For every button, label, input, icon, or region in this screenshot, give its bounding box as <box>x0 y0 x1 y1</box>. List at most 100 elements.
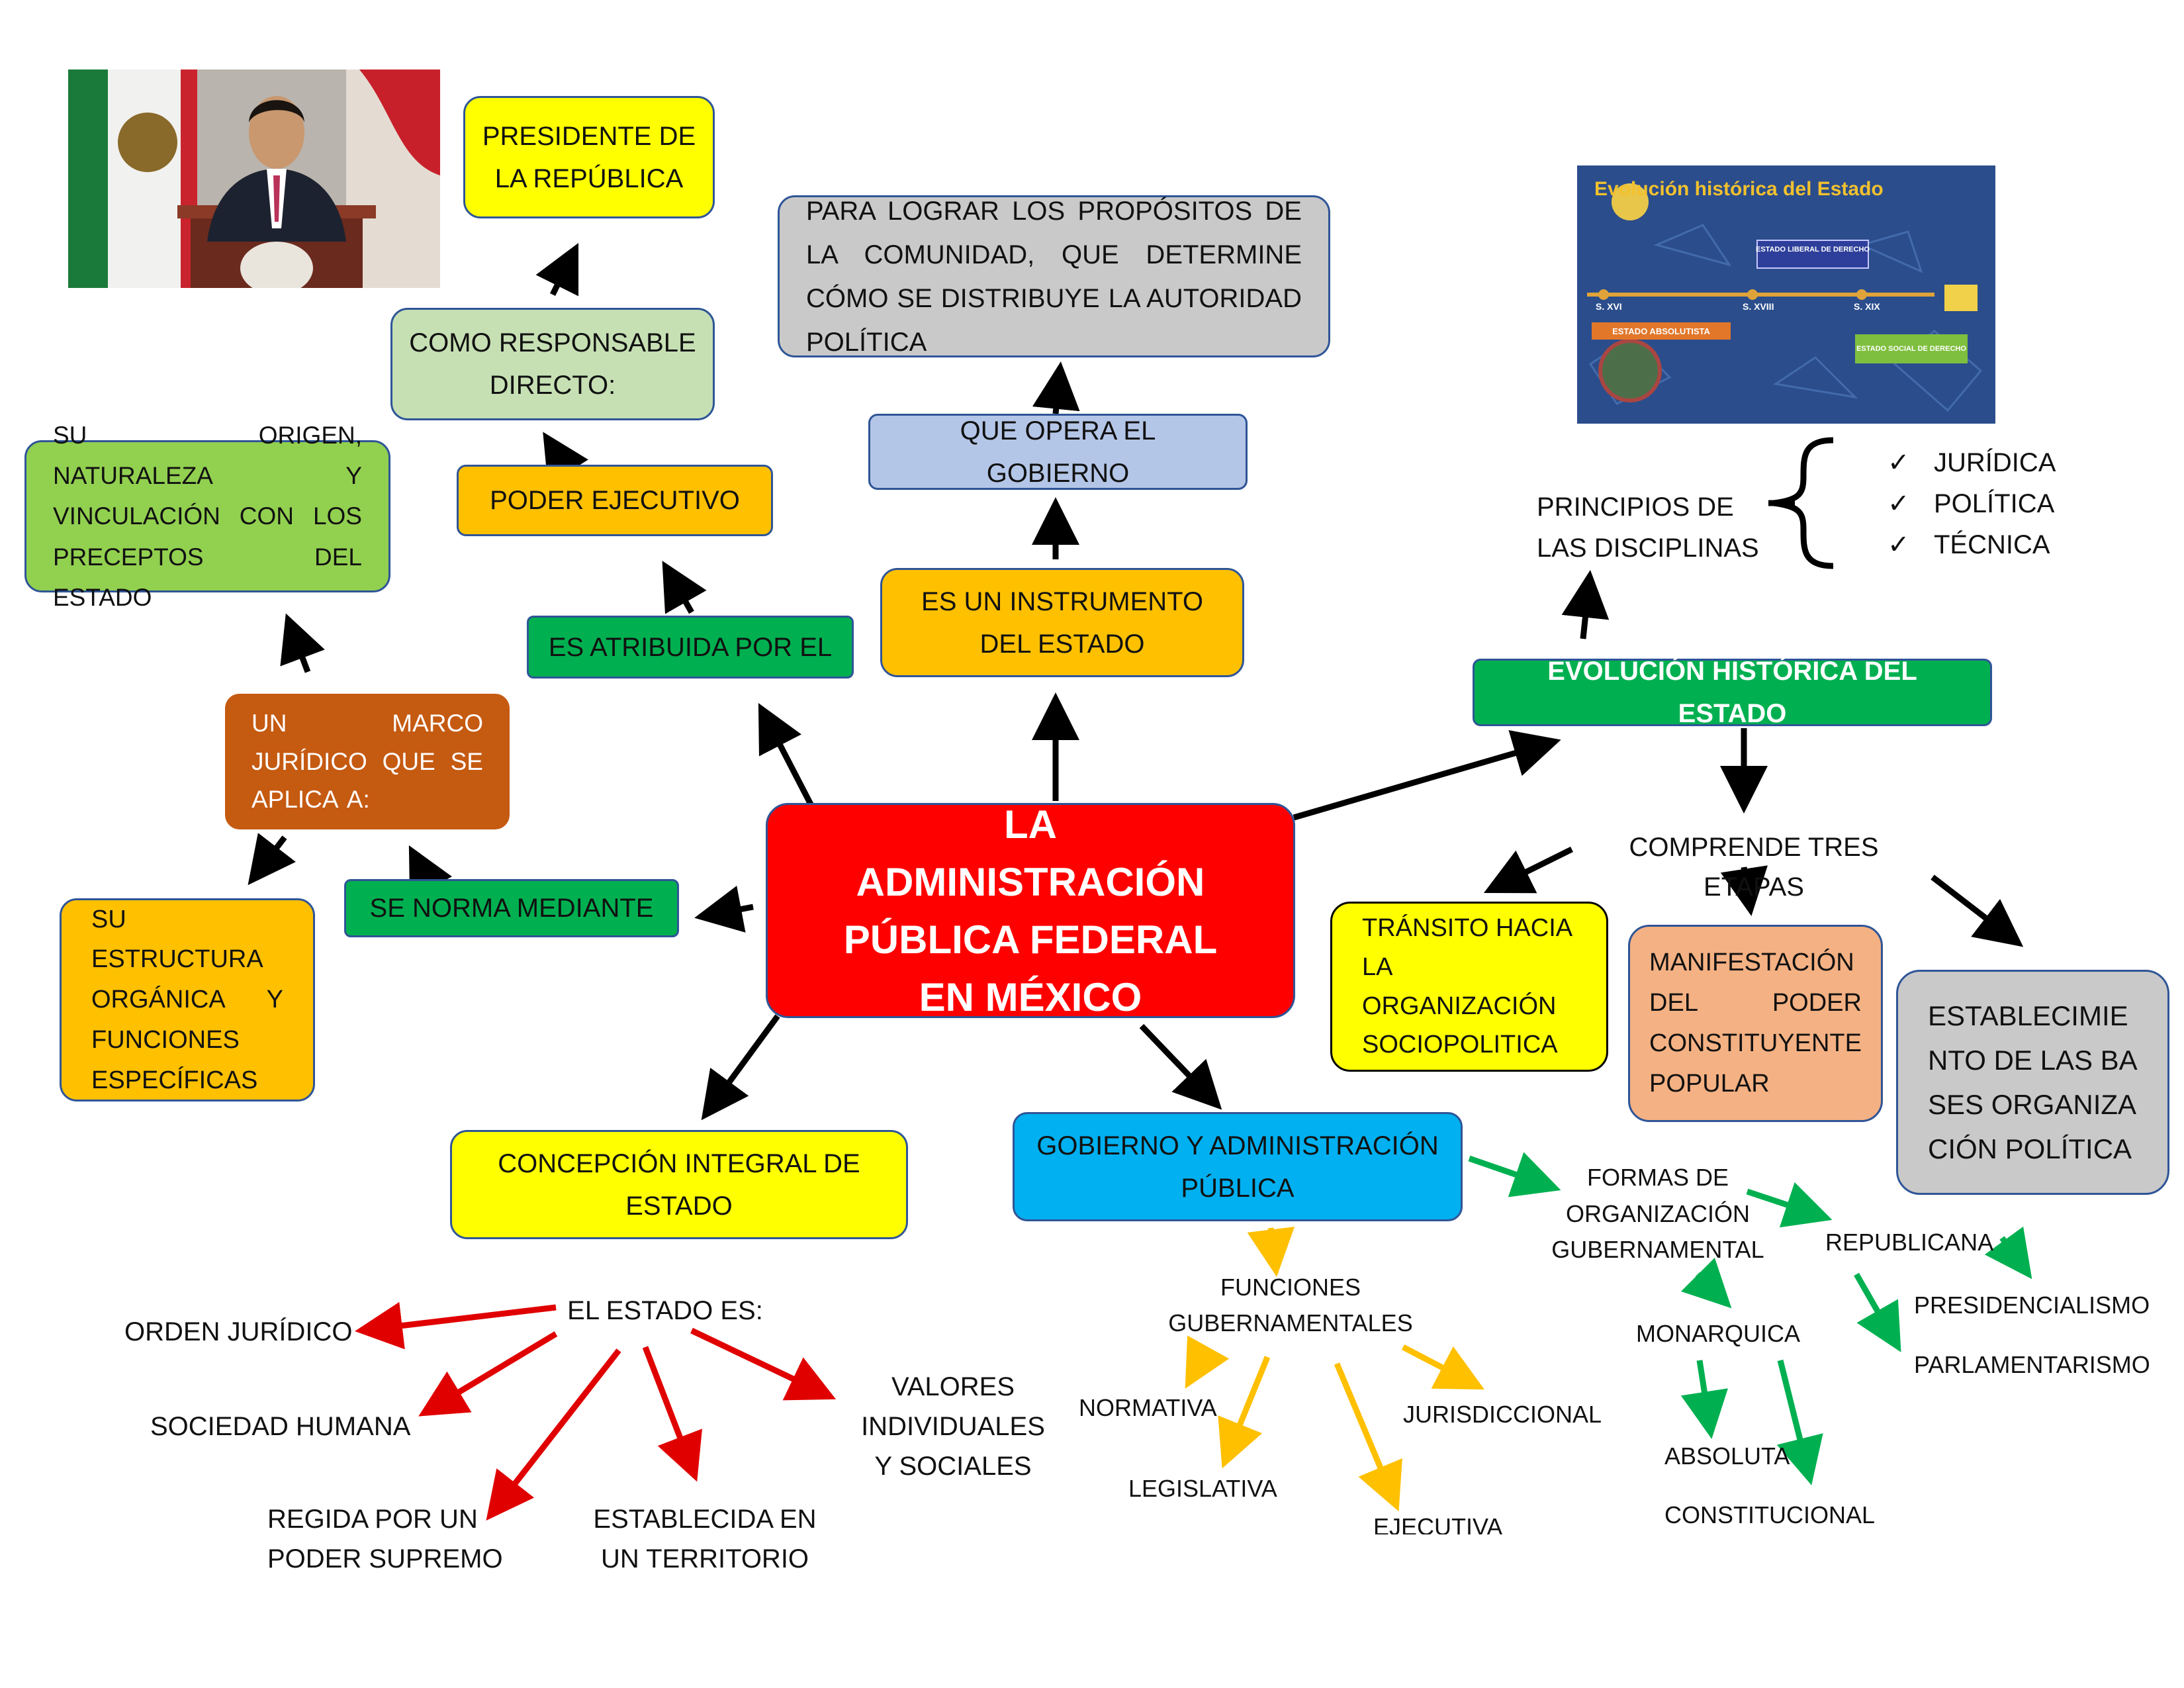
arrow <box>642 1346 702 1482</box>
president-photo-icon <box>68 70 440 288</box>
evolucion-image-absolutista: ESTADO ABSOLUTISTA <box>1612 326 1710 336</box>
arrow <box>280 613 325 673</box>
proposito-box: PARA LOGRAR LOS PROPÓSITOS DE LA COMUNID… <box>778 195 1330 357</box>
check-item: ✓JURÍDICA <box>1888 442 2056 483</box>
estructura-label: SU ESTRUCTURA ORGÁNICA Y FUNCIONES ESPEC… <box>91 905 283 1094</box>
comprende-label: COMPRENDE TRES ETAPAS <box>1629 833 1879 902</box>
parlamentarismo-label: PARLAMENTARISMO <box>1914 1351 2150 1378</box>
funciones-label: FUNCIONES GUBERNAMENTALES <box>1168 1274 1413 1336</box>
arrow <box>694 886 754 933</box>
republicana-label: REPUBLICANA <box>1825 1229 1994 1256</box>
president-photo <box>68 70 440 288</box>
instrumento-box: ES UN INSTRUMENTO DEL ESTADO <box>880 568 1244 677</box>
manifestacion-label: MANIFESTACIÓN DEL PODER CONSTITUYENTE PO… <box>1649 949 1862 1098</box>
norma-box: SE NORMA MEDIANTE <box>344 879 679 937</box>
check-item-label: POLÍTICA <box>1934 489 2055 518</box>
arrow <box>1032 361 1080 414</box>
arrow <box>543 432 588 485</box>
establecida-label: ESTABLECIDA EN UN TERRITORIO <box>593 1505 817 1573</box>
arrow <box>1334 1362 1402 1512</box>
marco-label: UN MARCO JURÍDICO QUE SE APLICA A: <box>251 710 483 814</box>
arrow <box>1139 1023 1222 1110</box>
check-item-label: TÉCNICA <box>1934 530 2050 559</box>
arrow <box>1680 1360 1728 1439</box>
poder-ejecutivo-box: PODER EJECUTIVO <box>457 465 773 536</box>
arrow <box>1483 846 1573 894</box>
transito-box: TRÁNSITO HACIA LA ORGANIZACIÓN SOCIOPOLI… <box>1330 902 1608 1072</box>
evolucion-image-social: ESTADO SOCIAL DE DERECHO <box>1856 345 1966 353</box>
arrow <box>662 561 707 614</box>
ejecutiva-label: EJECUTIVA <box>1373 1513 1503 1534</box>
arrow <box>418 1331 558 1417</box>
check-item-label: JURÍDICA <box>1934 448 2056 477</box>
arrow <box>248 833 296 886</box>
manifestacion-box: MANIFESTACIÓN DEL PODER CONSTITUYENTE PO… <box>1628 925 1883 1122</box>
formas-label: FORMAS DE ORGANIZACIÓN GUBERNAMENTAL <box>1551 1164 1764 1264</box>
responsable-box: COMO RESPONSABLE DIRECTO: <box>390 308 715 420</box>
marco-box: UN MARCO JURÍDICO QUE SE APLICA A: <box>225 694 510 829</box>
evolucion-label: EVOLUCIÓN HISTÓRICA DEL ESTADO <box>1547 657 1917 728</box>
arrow <box>486 1348 621 1521</box>
arrow <box>1401 1344 1484 1390</box>
evolucion-image-s18: S. XVIII <box>1743 301 1774 312</box>
evolucion-image-s19: S. XIX <box>1854 301 1880 312</box>
arrow <box>1931 874 2024 947</box>
orden-juridico-label: ORDEN JURÍDICO <box>124 1317 353 1346</box>
atribuida-label: ES ATRIBUIDA POR EL <box>548 632 833 662</box>
central-title: LA ADMINISTRACIÓN PÚBLICA FEDERAL EN MÉX… <box>843 802 1218 1019</box>
arrow <box>1247 1227 1295 1277</box>
instrumento-label: ES UN INSTRUMENTO DEL ESTADO <box>921 586 1203 659</box>
valores-label: VALORES INDIVIDUALES Y SOCIALES <box>861 1372 1045 1481</box>
arrow <box>408 845 453 899</box>
monarquica-label: MONARQUICA <box>1636 1320 1801 1347</box>
arrow <box>355 1301 557 1350</box>
arrow <box>1680 1257 1732 1309</box>
legislativa-label: LEGISLATIVA <box>1128 1475 1277 1502</box>
arrow <box>1720 865 1768 916</box>
check-item: ✓ POLÍTICA <box>1888 483 2056 524</box>
concepcion-label: CONCEPCIÓN INTEGRAL DE ESTADO <box>498 1149 860 1221</box>
presidencialismo-label: PRESIDENCIALISMO <box>1914 1291 2150 1319</box>
responsable-label: COMO RESPONSABLE DIRECTO: <box>409 328 696 400</box>
origen-label: SU ORIGEN, NATURALEZA Y VINCULACIÓN CON … <box>53 422 362 611</box>
arrow <box>1746 1182 1833 1228</box>
proposito-label: PARA LOGRAR LOS PROPÓSITOS DE LA COMUNID… <box>806 196 1302 357</box>
arrow <box>1218 1356 1271 1469</box>
evolucion-image-s16: S. XVI <box>1596 301 1622 312</box>
estado-es-label: EL ESTADO ES: <box>567 1296 763 1325</box>
evolucion-image-liberal: ESTADO LIBERAL DE DERECHO <box>1756 246 1870 254</box>
arrow <box>758 703 813 806</box>
estructura-box: SU ESTRUCTURA ORGÁNICA Y FUNCIONES ESPEC… <box>60 898 315 1102</box>
arrow <box>1854 1272 1901 1352</box>
origen-box: SU ORIGEN, NATURALEZA Y VINCULACIÓN CON … <box>24 422 390 611</box>
concepcion-box: CONCEPCIÓN INTEGRAL DE ESTADO <box>450 1130 908 1239</box>
arrow <box>1776 1359 1823 1485</box>
arrow <box>690 1327 837 1401</box>
gobierno-box: GOBIERNO Y ADMINISTRACIÓN PÚBLICA <box>1013 1112 1463 1221</box>
opera-label: QUE OPERA EL GOBIERNO <box>960 416 1156 488</box>
atribuida-box: ES ATRIBUIDA POR EL <box>527 616 854 679</box>
establecimiento-label: ESTABLECIMIENTO DE LAS BASES ORGANIZACIÓ… <box>1928 1000 2138 1165</box>
principios-label: PRINCIPIOS DE LAS DISCIPLINAS <box>1537 492 1759 563</box>
transito-label: TRÁNSITO HACIA LA ORGANIZACIÓN SOCIOPOLI… <box>1362 914 1572 1059</box>
check-icon: ✓ <box>1888 530 1910 559</box>
gobierno-label: GOBIERNO Y ADMINISTRACIÓN PÚBLICA <box>1036 1131 1439 1203</box>
presidente-label: PRESIDENTE DE LA REPÚBLICA <box>482 121 696 193</box>
norma-label: SE NORMA MEDIANTE <box>369 894 654 923</box>
normativa-label: NORMATIVA <box>1079 1394 1217 1421</box>
check-list: ✓JURÍDICA ✓ POLÍTICA ✓ TÉCNICA <box>1888 442 2056 565</box>
presidente-box: PRESIDENTE DE LA REPÚBLICA <box>463 96 715 218</box>
arrow <box>535 242 579 297</box>
opera-box: QUE OPERA EL GOBIERNO <box>868 414 1248 490</box>
constitucional-label: CONSTITUCIONAL <box>1664 1501 1876 1528</box>
evolucion-box: EVOLUCIÓN HISTÓRICA DEL ESTADO <box>1473 657 1992 728</box>
absoluta-label: ABSOLUTA <box>1664 1442 1790 1470</box>
central-title-box: LA ADMINISTRACIÓN PÚBLICA FEDERAL EN MÉX… <box>766 802 1295 1019</box>
arrow <box>1185 1335 1230 1389</box>
check-icon: ✓ <box>1888 489 1910 518</box>
establecimiento-box: ESTABLECIMIENTO DE LAS BASES ORGANIZACIÓ… <box>1896 970 2169 1195</box>
arrow <box>1984 1226 2032 1280</box>
arrow <box>1561 570 1610 639</box>
sociedad-humana-label: SOCIEDAD HUMANA <box>150 1412 411 1441</box>
